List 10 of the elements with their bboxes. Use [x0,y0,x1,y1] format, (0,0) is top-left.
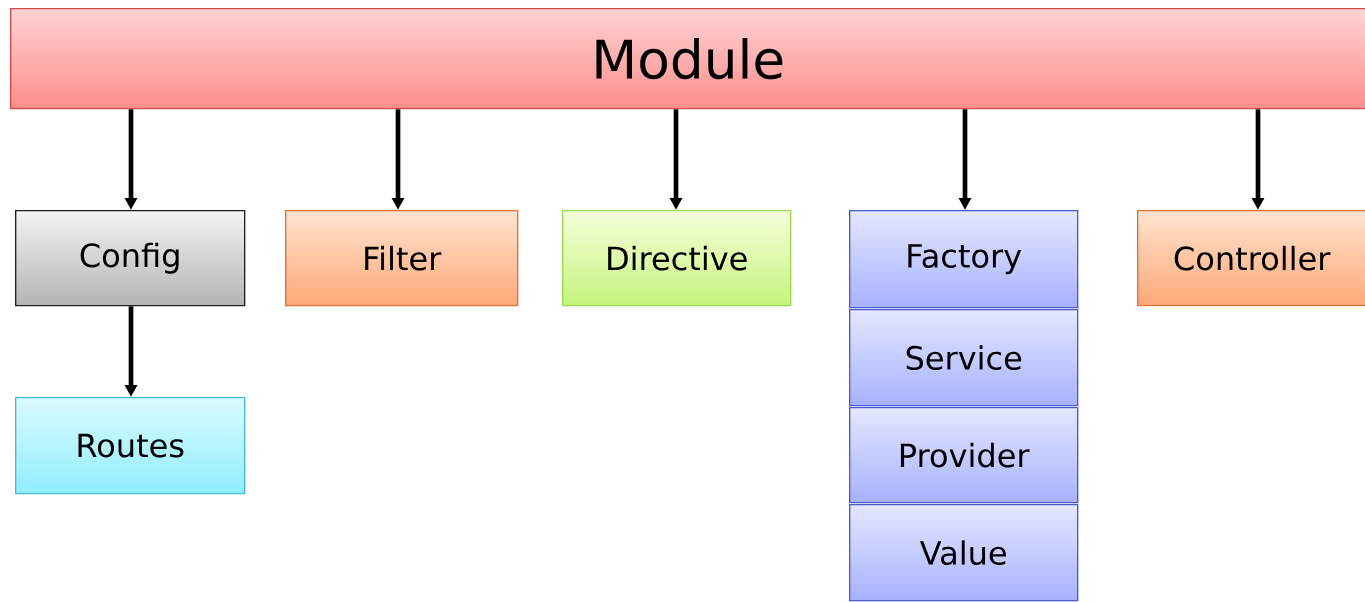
component-box: Controller [1137,210,1365,307]
title-bar: Module [10,8,1365,110]
component-box: Filter [285,210,519,307]
component-box: Value [849,504,1079,602]
component-box: Service [849,309,1079,407]
component-box: Provider [849,407,1079,504]
component-box: Directive [562,210,792,307]
component-box: Factory [849,210,1079,309]
component-box: Config [15,210,246,307]
component-box: Routes [15,397,246,495]
